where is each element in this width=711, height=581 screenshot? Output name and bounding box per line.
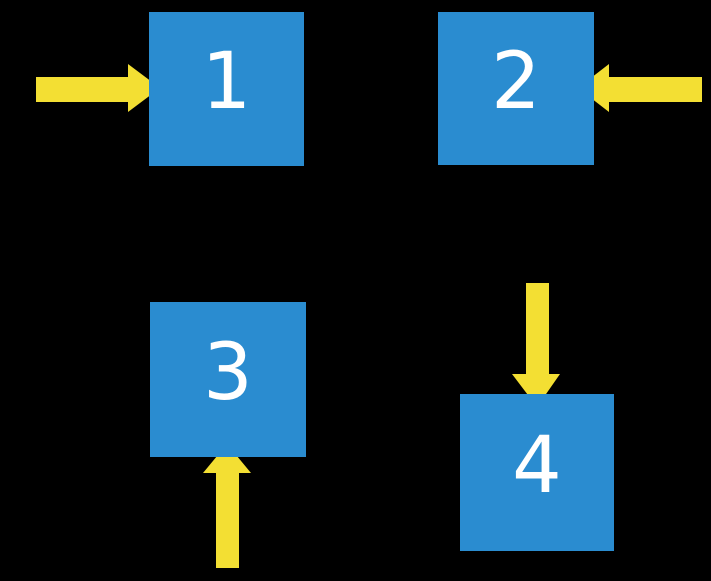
square-2-label: 2 — [491, 36, 541, 127]
square-2: 2 — [438, 12, 594, 165]
arrow-up-icon — [203, 444, 251, 568]
square-3-label: 3 — [203, 327, 253, 418]
square-1-label: 1 — [201, 37, 252, 127]
arrow-down-icon — [512, 283, 560, 407]
arrow-right-icon — [36, 64, 160, 112]
square-4-label: 4 — [512, 420, 562, 511]
arrow-left-icon — [578, 64, 702, 112]
square-3: 3 — [150, 302, 306, 457]
square-4: 4 — [460, 394, 614, 551]
square-1: 1 — [149, 12, 304, 166]
